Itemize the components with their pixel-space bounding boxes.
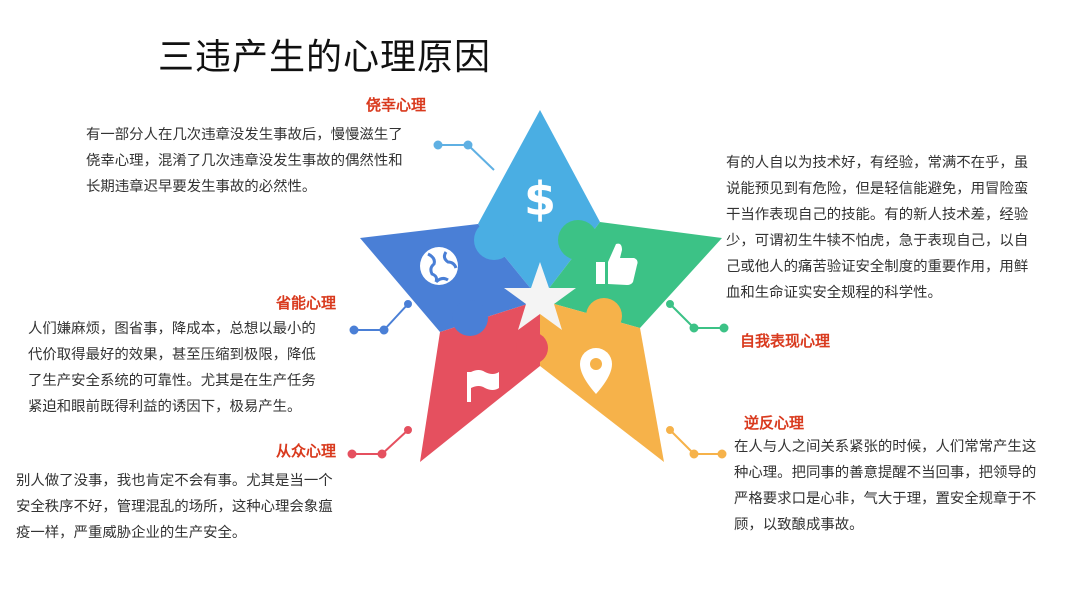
text-line: 有一部分人在几次违章没发生事故后，慢慢滋生了 bbox=[86, 127, 403, 143]
flag-icon bbox=[467, 370, 499, 402]
connector-save-effort bbox=[349, 300, 412, 335]
heading-herd: 从众心理 bbox=[276, 442, 337, 460]
text-line: 人们嫌麻烦，图省事，降成本，总想以最小的 bbox=[28, 321, 316, 337]
text-line: 说能预见到有危险，但是轻信能避免，用冒险蛮 bbox=[726, 181, 1029, 197]
text-line: 疫一样，严重威胁企业的生产安全。 bbox=[16, 525, 247, 541]
heading-self-show: 自我表现心理 bbox=[740, 332, 831, 350]
heading-rebel: 逆反心理 bbox=[744, 414, 805, 432]
connector-herd bbox=[347, 426, 412, 459]
text-line: 安全秩序不好，管理混乱的场所，这种心理会象瘟 bbox=[16, 499, 333, 515]
heading-save-effort: 省能心理 bbox=[276, 294, 337, 312]
text-line: 侥幸心理，混淆了几次违章没发生事故的偶然性和 bbox=[86, 153, 403, 169]
text-line: 别人做了没事，我也肯定不会有事。尤其是当一个 bbox=[16, 473, 333, 489]
text-line: 己或他人的痛苦验证安全制度的重要作用，用鲜 bbox=[726, 259, 1029, 275]
center-star bbox=[504, 262, 576, 330]
dollar-icon: $ bbox=[524, 172, 556, 226]
globe-icon bbox=[420, 247, 458, 285]
text-line: 种心理。把同事的善意提醒不当回事，把领导的 bbox=[734, 465, 1037, 481]
text-line: 严格要求口是心非，气大于理，置安全规章于不 bbox=[734, 491, 1037, 507]
text-line: 有的人自以为技术好，有经验，常满不在乎，虽 bbox=[726, 155, 1029, 171]
heading-luck: 侥幸心理 bbox=[366, 96, 427, 114]
location-pin-icon bbox=[580, 348, 612, 394]
text-line: 顾，以致酿成事故。 bbox=[734, 517, 864, 533]
text-line: 代价取得最好的效果，甚至压缩到极限，降低 bbox=[28, 347, 316, 363]
text-save-effort: 人们嫌麻烦，图省事，降成本，总想以最小的 代价取得最好的效果，甚至压缩到极限，降… bbox=[28, 316, 316, 420]
connector-rebel bbox=[666, 426, 727, 459]
text-self-show: 有的人自以为技术好，有经验，常满不在乎，虽 说能预见到有危险，但是轻信能避免，用… bbox=[726, 150, 1028, 306]
connector-luck bbox=[433, 140, 495, 171]
text-luck: 有一部分人在几次违章没发生事故后，慢慢滋生了 侥幸心理，混淆了几次违章没发生事故… bbox=[86, 122, 403, 200]
text-rebel: 在人与人之间关系紧张的时候，人们常常产生这 种心理。把同事的善意提醒不当回事，把… bbox=[734, 434, 1036, 538]
text-line: 干当作表现自己的技能。有的新人技术差，经验 bbox=[726, 207, 1029, 223]
text-line: 紧迫和眼前既得利益的诱因下，极易产生。 bbox=[28, 399, 302, 415]
text-herd: 别人做了没事，我也肯定不会有事。尤其是当一个 安全秩序不好，管理混乱的场所，这种… bbox=[16, 468, 333, 546]
thumbs-up-icon bbox=[596, 243, 638, 285]
text-line: 血和生命证实安全规程的科学性。 bbox=[726, 285, 942, 301]
text-line: 长期违章迟早要发生事故的必然性。 bbox=[86, 179, 317, 195]
text-line: 了生产安全系统的可靠性。尤其是在生产任务 bbox=[28, 373, 316, 389]
text-line: 在人与人之间关系紧张的时候，人们常常产生这 bbox=[734, 439, 1037, 455]
page-title: 三违产生的心理原因 bbox=[158, 37, 492, 78]
text-line: 少，可谓初生牛犊不怕虎，急于表现自己，以自 bbox=[726, 233, 1029, 249]
connector-self-show bbox=[666, 300, 729, 333]
